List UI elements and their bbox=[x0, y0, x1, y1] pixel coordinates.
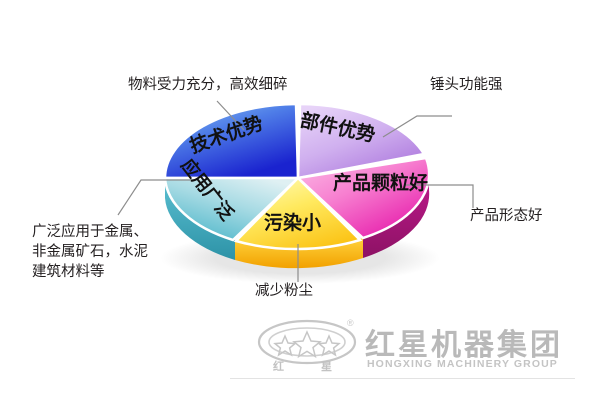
pie-side-chanpin bbox=[363, 170, 430, 258]
pie-slice-chanpin[interactable] bbox=[295, 156, 431, 240]
leader-line-xingtai bbox=[404, 184, 474, 208]
callout-guangfan: 广泛应用于金属、 非金属矿石，水泥 建筑材料等 bbox=[32, 224, 148, 280]
leader-line-guangfan bbox=[117, 179, 196, 216]
pie-label-chanpin: 产品颗粒好 bbox=[333, 173, 429, 194]
leader-lines bbox=[117, 100, 474, 282]
callout-chuitou: 锤头功能强 bbox=[430, 77, 503, 93]
logo-registered-mark: ® bbox=[347, 318, 354, 328]
pie-slice-yingyong[interactable] bbox=[163, 176, 302, 242]
logo-mark-char-hong: 红 bbox=[273, 361, 284, 373]
logo-mark-char-xing: 星 bbox=[321, 361, 332, 373]
pie-label-wuran: 污染小 bbox=[264, 213, 322, 234]
logo-divider bbox=[230, 378, 575, 379]
pie-slice-jishu[interactable] bbox=[163, 102, 300, 180]
callout-wuliao: 物料受力充分，高效细碎 bbox=[128, 77, 288, 93]
leader-line-wuliao bbox=[216, 100, 245, 131]
logo-emblem-icon bbox=[257, 319, 357, 365]
pie-top bbox=[163, 102, 431, 251]
leader-line-chuitou bbox=[382, 115, 452, 138]
logo-brand-en: HONGXING MACHINERY GROUP bbox=[367, 358, 558, 370]
watermark-logo: ® 红 星 红星机器集团 HONGXING MACHINERY GROUP bbox=[230, 318, 575, 380]
logo-brand-cn: 红星机器集团 bbox=[365, 328, 563, 363]
pie-side-yingyong bbox=[165, 178, 235, 260]
pie-slice-bujian[interactable] bbox=[296, 102, 427, 180]
callout-fenchen: 减少粉尘 bbox=[255, 283, 313, 299]
callout-xingtai: 产品形态好 bbox=[470, 208, 543, 224]
